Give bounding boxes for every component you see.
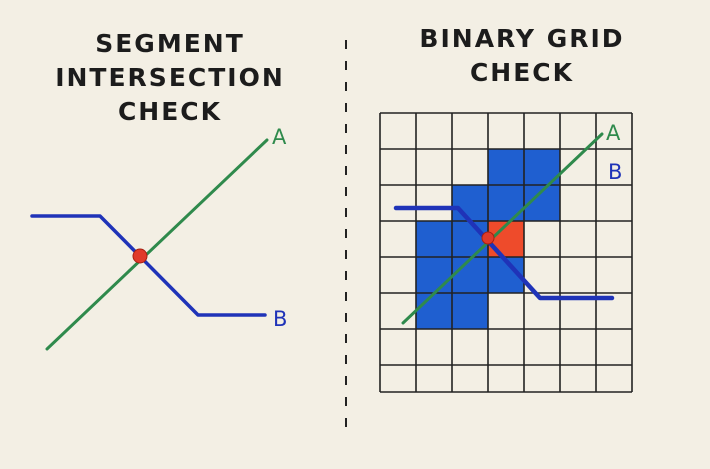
label-b: B (273, 307, 287, 331)
grid-cell-filled (452, 257, 488, 293)
grid-cell-filled (452, 185, 488, 221)
segment-a (45, 138, 269, 351)
grid-cell-filled (416, 257, 452, 293)
left-diagram: A B (30, 125, 287, 351)
grid-label-b: B (608, 160, 622, 184)
label-a: A (272, 125, 287, 149)
grid-segment-a (401, 132, 604, 325)
grid-segment-b (393, 205, 615, 301)
grid-cell-filled (416, 293, 452, 329)
binary-grid-title: BINARY GRID CHECK (372, 22, 672, 90)
grid-intersection-point (481, 231, 495, 245)
title-line: BINARY GRID (419, 24, 625, 53)
grid-cell-filled (416, 221, 452, 257)
title-line: INTERSECTION (55, 63, 285, 92)
title-line: SEGMENT (95, 29, 245, 58)
grid-lines (379, 112, 633, 393)
intersection-point (132, 248, 148, 264)
grid-label-a: A (606, 121, 621, 145)
grid-cell-filled (488, 185, 524, 221)
segment-b (30, 214, 267, 317)
segment-intersection-title: SEGMENT INTERSECTION CHECK (20, 27, 320, 129)
grid-cell-filled (452, 293, 488, 329)
binary-grid: A B (379, 112, 633, 393)
grid-cell-filled (488, 149, 524, 185)
title-line: CHECK (117, 97, 223, 126)
title-line: CHECK (469, 58, 575, 87)
